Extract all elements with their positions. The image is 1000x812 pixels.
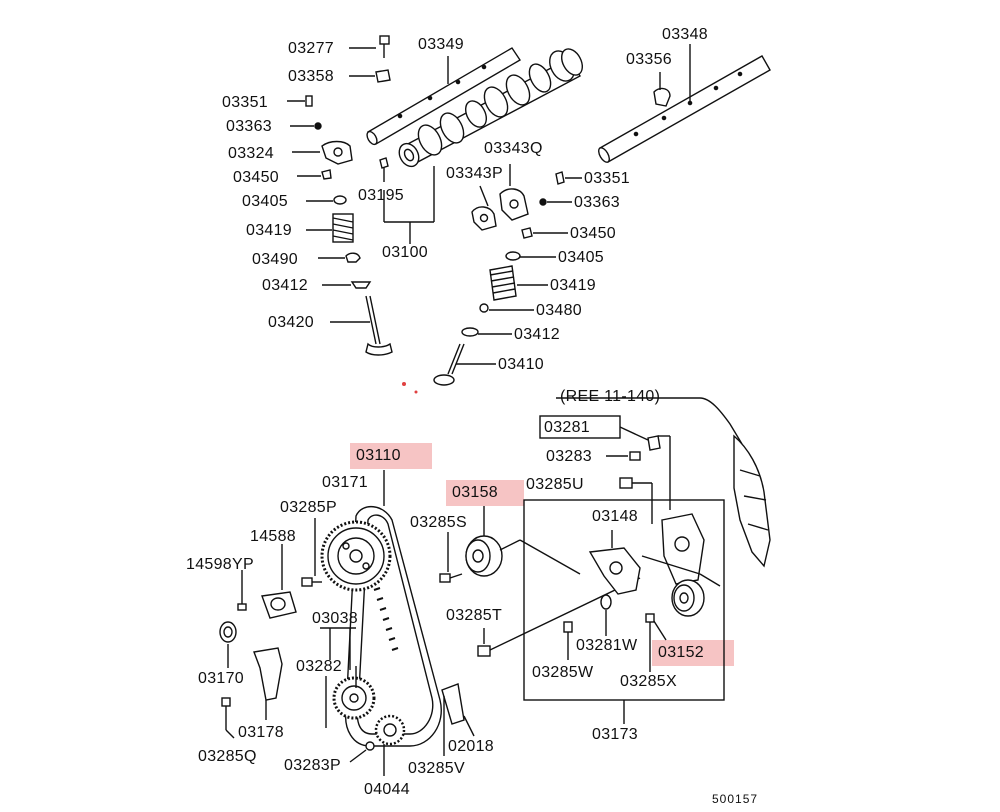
idler-pulley <box>465 535 503 577</box>
part-label-03349: 03349 <box>418 36 464 53</box>
part-label-14588: 14588 <box>250 528 296 545</box>
part-label-03152: 03152 <box>658 644 704 661</box>
part-label-03356: 03356 <box>626 51 672 68</box>
valve-spring-right <box>489 265 517 301</box>
part-label-03324: 03324 <box>228 145 274 162</box>
part-label-03285v: 03285V <box>408 760 465 777</box>
part-label-03285s: 03285S <box>410 514 467 531</box>
timing-belt-cover <box>556 397 771 568</box>
part-label-03282: 03282 <box>296 658 342 675</box>
part-label-03419b: 03419 <box>550 277 596 294</box>
part-label-03450: 03450 <box>233 169 279 186</box>
part-label-14598yp: 14598YP <box>186 556 254 573</box>
part-label-03363b: 03363 <box>574 194 620 211</box>
part-label-03351b: 03351 <box>584 170 630 187</box>
part-label-03412: 03412 <box>262 277 308 294</box>
part-label-03285t: 03285T <box>446 607 503 624</box>
part-label-03148: 03148 <box>592 508 638 525</box>
highlight-03110 <box>350 443 432 469</box>
part-label-03195: 03195 <box>358 187 404 204</box>
part-label-03358: 03358 <box>288 68 334 85</box>
part-label-03171: 03171 <box>322 474 368 491</box>
part-label-03277: 03277 <box>288 40 334 57</box>
part-label-04044: 04044 <box>364 781 410 798</box>
highlight-03158 <box>446 480 524 506</box>
part-label-03158: 03158 <box>452 484 498 501</box>
part-label-03410: 03410 <box>498 356 544 373</box>
part-label-03285u: 03285U <box>526 476 584 493</box>
part-label-03420: 03420 <box>268 314 314 331</box>
part-label-03178: 03178 <box>238 724 284 741</box>
part-label-03285p: 03285P <box>280 499 337 516</box>
part-label-03480: 03480 <box>536 302 582 319</box>
part-label-03281w: 03281W <box>576 637 638 654</box>
valve-spring-left <box>332 213 354 243</box>
part-label-03348: 03348 <box>662 26 708 43</box>
exhaust-valve-right <box>433 343 465 386</box>
timing-belt-assembly <box>219 470 442 776</box>
part-label-03283: 03283 <box>546 448 592 465</box>
right-valve-parts <box>402 44 691 394</box>
part-label-03038: 03038 <box>312 610 358 627</box>
part-label-03281: 03281 <box>544 419 590 436</box>
left-valve-parts <box>287 35 449 356</box>
diagram-code: 500157 <box>712 792 759 806</box>
part-label-02018: 02018 <box>448 738 494 755</box>
part-label-03405: 03405 <box>242 193 288 210</box>
tensioner-assembly <box>439 415 725 756</box>
part-label-03285w: 03285W <box>532 664 594 681</box>
part-label-03173: 03173 <box>592 726 638 743</box>
part-label-03405b: 03405 <box>558 249 604 266</box>
part-label-03343p: 03343P <box>446 165 503 182</box>
part-label-03419: 03419 <box>246 222 292 239</box>
part-label-03100: 03100 <box>382 244 428 261</box>
part-label-03363: 03363 <box>226 118 272 135</box>
part-label-03110: 03110 <box>356 447 401 464</box>
part-label-03490: 03490 <box>252 251 298 268</box>
intake-valve-left <box>365 295 393 356</box>
part-label-03412b: 03412 <box>514 326 560 343</box>
part-label-03285q: 03285Q <box>198 748 257 765</box>
left-rocker-shaft <box>366 47 521 146</box>
part-label-03351: 03351 <box>222 94 268 111</box>
right-rocker-shaft <box>598 55 771 163</box>
cam-sprocket <box>320 520 392 592</box>
part-label-03450b: 03450 <box>570 225 616 242</box>
part-label-03170: 03170 <box>198 670 244 687</box>
reference-note: (REE 11-140) <box>560 388 661 405</box>
camshaft <box>398 48 584 168</box>
part-label-03343q: 03343Q <box>484 140 543 157</box>
tension-pulley <box>671 579 705 617</box>
part-label-03285x: 03285X <box>620 673 677 690</box>
crank-sprocket <box>332 676 406 746</box>
highlight-03152 <box>652 640 734 666</box>
part-label-03283p: 03283P <box>284 757 341 774</box>
